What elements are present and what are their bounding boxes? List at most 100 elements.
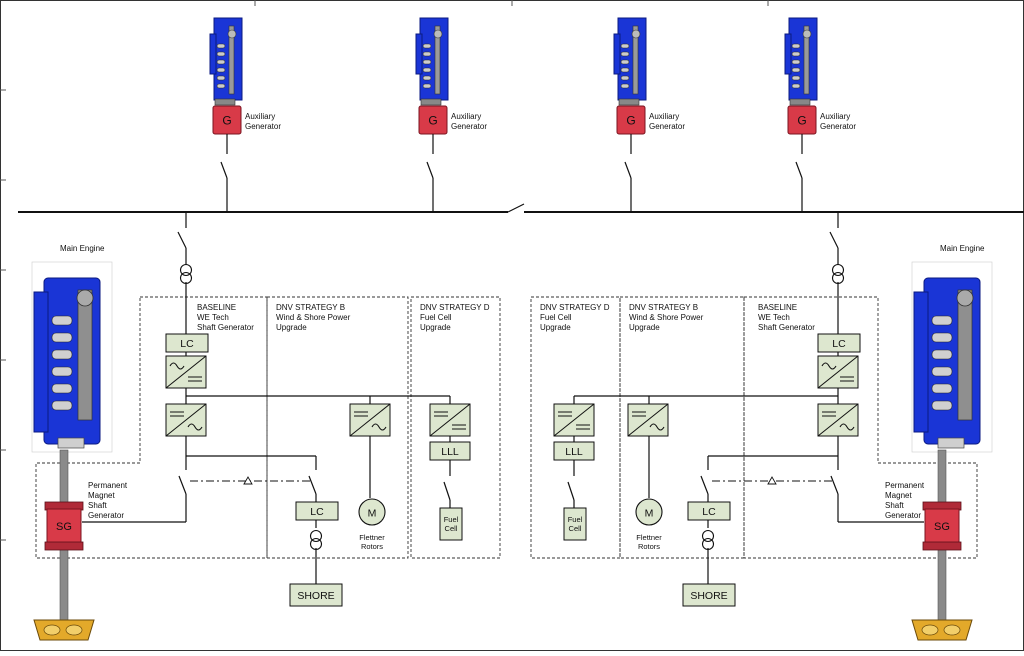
flettner-label-right: Flettner Rotors xyxy=(636,533,662,551)
shore-connection-right-text: SHORE xyxy=(690,590,727,602)
cylinder xyxy=(422,83,432,89)
strategy-d-header-line3: Upgrade xyxy=(540,323,571,332)
strategy-b-header-line3: Upgrade xyxy=(276,323,307,332)
ac-wave xyxy=(371,423,387,431)
baseline-header-line2: WE Tech xyxy=(758,313,790,322)
generator-icon: SG xyxy=(44,501,84,551)
baseline-header-line3: Shaft Generator xyxy=(197,323,254,332)
aux-label-line2: Generator xyxy=(451,122,487,131)
ac-wave xyxy=(821,362,837,370)
bus-tie-breaker xyxy=(507,203,525,213)
pm-label-left: Permanent Magnet Shaft Generator xyxy=(88,481,128,520)
strategy-d-header-line3: Upgrade xyxy=(420,323,451,332)
lc-shore-right-text: LC xyxy=(702,506,716,518)
shore-connection-right: SHORE xyxy=(682,583,736,607)
strategy-d-header-right: DNV STRATEGY D Fuel Cell Upgrade xyxy=(540,303,610,332)
cylinder xyxy=(216,43,226,49)
generator-icon: G xyxy=(212,105,242,135)
main-engine-cylinder xyxy=(931,366,953,377)
engine-side xyxy=(784,33,792,75)
ac-wave xyxy=(649,423,665,431)
engine-flywheel xyxy=(631,29,641,39)
main-engine-flywheel xyxy=(956,289,974,307)
strategy-d-header-line1: DNV STRATEGY D xyxy=(420,303,490,312)
lll-right-text: LLL xyxy=(565,446,583,458)
strategy-b-box-right xyxy=(619,296,745,559)
motor-circle xyxy=(358,498,386,526)
shaft-generator: SG xyxy=(911,449,973,641)
lc-shore-right: LC xyxy=(687,501,731,521)
strategy-d-header-line1: DNV STRATEGY D xyxy=(540,303,610,312)
strategy-b-header-line2: Wind & Shore Power xyxy=(276,313,351,322)
aux-label-line1: Auxiliary xyxy=(649,112,679,121)
shore-connection-right-box xyxy=(682,583,736,607)
shaft-generator: SG xyxy=(33,449,95,641)
motor-icon: M xyxy=(358,498,386,526)
wire xyxy=(817,403,859,437)
generator-symbol: G xyxy=(428,114,437,128)
main-engine-side xyxy=(913,291,929,433)
sg-body xyxy=(46,508,82,544)
converter-icon xyxy=(429,403,471,437)
pm-label-line2: Magnet xyxy=(88,491,115,500)
strategy-b-header-right: DNV STRATEGY B Wind & Shore Power Upgrad… xyxy=(629,303,704,332)
cylinder xyxy=(216,67,226,73)
wire xyxy=(165,403,207,437)
lc-baseline-right-text: LC xyxy=(832,338,846,350)
wire xyxy=(795,161,803,179)
converter-icon xyxy=(165,355,207,389)
transformer-icon xyxy=(831,263,845,285)
generator-icon: G xyxy=(418,105,448,135)
strategy-b-header-left: DNV STRATEGY B Wind & Shore Power Upgrad… xyxy=(276,303,351,332)
diesel-engine-icon xyxy=(911,261,993,453)
engine-coupling xyxy=(618,98,640,106)
aux-label-line2: Generator xyxy=(649,122,685,131)
cylinder xyxy=(216,83,226,89)
main-engine-cylinder xyxy=(51,366,73,377)
shaft-generator-left: SG xyxy=(33,449,95,641)
strategy-d-header-line2: Fuel Cell xyxy=(420,313,452,322)
cylinder xyxy=(791,75,801,81)
cylinder xyxy=(620,43,630,49)
engine-rail xyxy=(228,25,235,95)
baseline-header-right: BASELINE WE Tech Shaft Generator xyxy=(758,303,815,332)
lc-shore-left: LC xyxy=(295,501,339,521)
wire xyxy=(429,403,471,437)
engine-flywheel xyxy=(802,29,812,39)
main-engine-cylinder xyxy=(931,315,953,326)
engine-coupling xyxy=(214,98,236,106)
propeller-icon xyxy=(33,619,95,641)
motor-symbol: M xyxy=(645,508,654,520)
pm-label-line3: Shaft xyxy=(88,501,107,510)
generator-symbol: G xyxy=(797,114,806,128)
frame-ticks xyxy=(0,0,769,541)
wire xyxy=(443,481,451,501)
shore-connection-left: SHORE xyxy=(289,583,343,607)
sg-flange xyxy=(44,541,84,551)
cylinder xyxy=(422,43,432,49)
main-engine-cylinder xyxy=(51,383,73,394)
sg-symbol: SG xyxy=(56,521,72,533)
engine-side xyxy=(415,33,423,75)
cylinder xyxy=(791,43,801,49)
main-engine-rail xyxy=(957,289,973,421)
flettner-label-line2: Rotors xyxy=(638,542,660,551)
main-engine-cylinder xyxy=(51,349,73,360)
converter-icon xyxy=(165,403,207,437)
cylinder xyxy=(791,59,801,65)
interlock-triangle xyxy=(767,476,777,485)
fuel-cell-line1: Fuel xyxy=(444,515,459,524)
wire xyxy=(349,403,391,437)
generator-symbol: G xyxy=(222,114,231,128)
shore-connection-left-text: SHORE xyxy=(297,590,334,602)
flettner-label-line1: Flettner xyxy=(359,533,385,542)
converter-icon xyxy=(627,403,669,437)
lc-baseline-right: LC xyxy=(817,333,861,353)
